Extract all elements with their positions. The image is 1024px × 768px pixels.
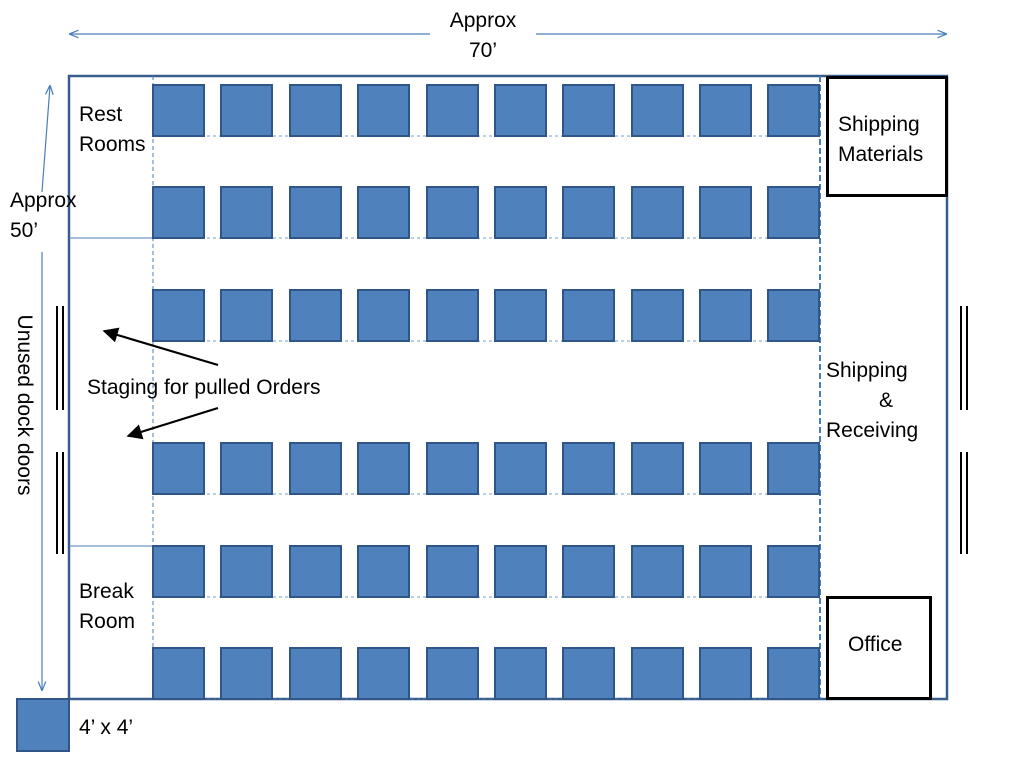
staging-arrow-lower	[126, 406, 219, 440]
rack-square	[220, 442, 273, 495]
dock-doors-label: Unused dock doors	[13, 314, 36, 496]
rack-square	[152, 647, 205, 700]
rack-square	[152, 289, 205, 342]
rack-square	[494, 442, 547, 495]
shipping-materials-label: Shipping Materials	[838, 110, 923, 170]
rack-square	[699, 289, 752, 342]
rack-square	[562, 186, 615, 239]
rack-square	[767, 186, 820, 239]
shipping-materials-line1: Shipping	[838, 113, 920, 136]
rack-square	[562, 442, 615, 495]
rack-square	[494, 647, 547, 700]
rack-square	[699, 186, 752, 239]
rack-square	[220, 647, 273, 700]
width-label-line1: Approx	[449, 9, 517, 32]
office-box: Office	[826, 596, 932, 700]
rack-square	[562, 289, 615, 342]
rack-square	[357, 545, 410, 598]
shipping-receiving-line1: Shipping	[826, 359, 908, 382]
rack-square	[631, 186, 684, 239]
rack-square	[426, 84, 479, 137]
rack-square	[562, 545, 615, 598]
rack-square	[494, 84, 547, 137]
rack-square	[562, 84, 615, 137]
dock-door-right-lower	[960, 452, 968, 554]
rack-square	[631, 647, 684, 700]
height-label-line1: Approx	[10, 189, 77, 212]
break-room-label: Break Room	[79, 577, 135, 637]
rack-grid	[152, 84, 820, 700]
office-label: Office	[848, 633, 903, 656]
shipping-receiving-label: Shipping & Receiving	[826, 356, 930, 446]
rack-square	[426, 647, 479, 700]
dock-door-left-upper	[56, 306, 64, 410]
shipping-receiving-line2: &	[878, 389, 893, 412]
rack-square	[767, 647, 820, 700]
rack-square	[699, 647, 752, 700]
rack-square	[357, 442, 410, 495]
legend-rack-swatch	[16, 698, 70, 752]
rack-square	[152, 84, 205, 137]
height-dimension-label: Approx 50’	[10, 186, 77, 246]
staging-arrow-upper	[102, 327, 219, 367]
rack-square	[357, 186, 410, 239]
rack-square	[152, 186, 205, 239]
rack-square	[767, 289, 820, 342]
rest-rooms-label: Rest Rooms	[79, 100, 146, 160]
rack-square	[631, 545, 684, 598]
rack-square	[289, 647, 342, 700]
width-dimension-label: Approx 70’	[433, 6, 533, 66]
rack-square	[426, 545, 479, 598]
shipping-materials-box: Shipping Materials	[826, 76, 948, 197]
rack-square	[289, 289, 342, 342]
dock-door-left-lower	[56, 452, 64, 554]
rest-rooms-line1: Rest	[79, 103, 123, 126]
rack-square	[699, 545, 752, 598]
rack-square	[357, 647, 410, 700]
rack-square	[220, 186, 273, 239]
rest-rooms-line2: Rooms	[79, 133, 146, 156]
rack-square	[767, 84, 820, 137]
rack-square	[289, 545, 342, 598]
rack-square	[494, 289, 547, 342]
rack-square	[152, 442, 205, 495]
rack-square	[494, 186, 547, 239]
staging-label: Staging for pulled Orders	[87, 376, 321, 399]
break-room-line1: Break	[79, 580, 134, 603]
rack-square	[426, 186, 479, 239]
rack-square	[699, 84, 752, 137]
shipping-materials-line2: Materials	[838, 143, 924, 166]
rack-square	[631, 84, 684, 137]
rack-square	[767, 442, 820, 495]
rack-square	[562, 647, 615, 700]
rack-square	[426, 442, 479, 495]
rack-square	[289, 84, 342, 137]
break-room-line2: Room	[79, 610, 136, 633]
rack-square	[699, 442, 752, 495]
rack-square	[289, 186, 342, 239]
rack-square	[494, 545, 547, 598]
rack-square	[767, 545, 820, 598]
width-label-line2: 70’	[468, 39, 498, 62]
dock-door-right-upper	[960, 306, 968, 410]
legend-label: 4’ x 4’	[79, 716, 134, 739]
rack-square	[152, 545, 205, 598]
rack-square	[289, 442, 342, 495]
shipping-receiving-line3: Receiving	[826, 419, 919, 442]
height-dimension-arrow-top	[41, 86, 50, 193]
rack-square	[631, 289, 684, 342]
rack-square	[631, 442, 684, 495]
rack-square	[220, 84, 273, 137]
height-label-line2: 50’	[10, 219, 39, 242]
rack-square	[220, 545, 273, 598]
rack-square	[426, 289, 479, 342]
rack-square	[357, 289, 410, 342]
rack-square	[220, 289, 273, 342]
rack-square	[357, 84, 410, 137]
